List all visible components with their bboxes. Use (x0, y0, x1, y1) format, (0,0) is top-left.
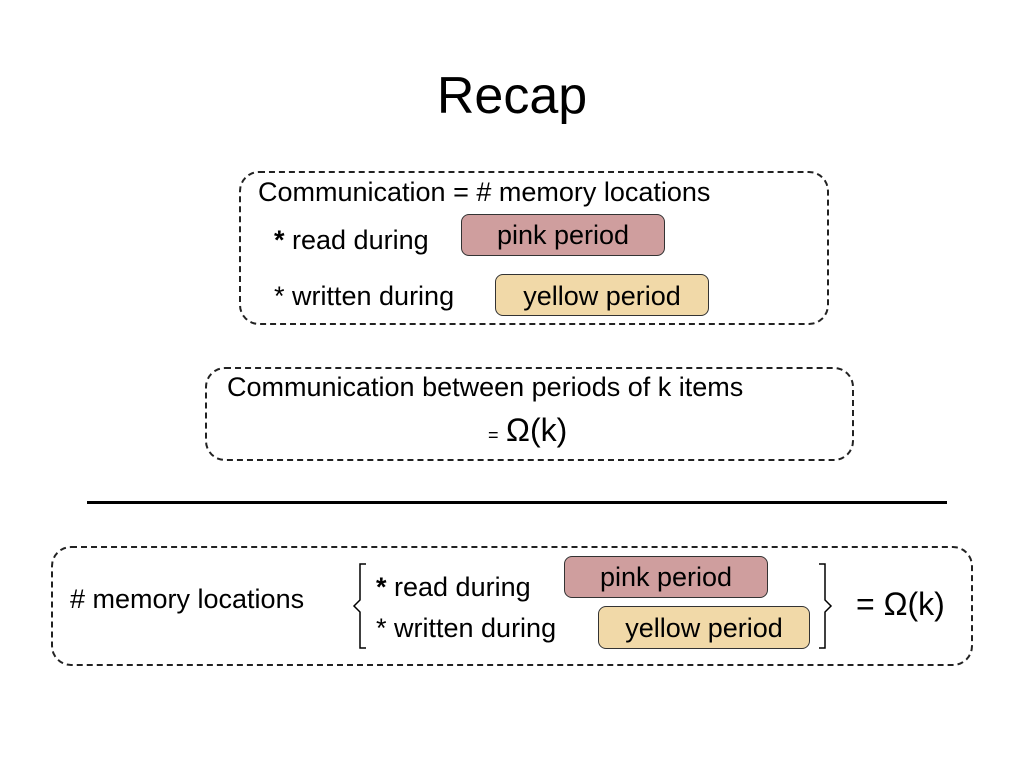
memory-locations-label: # memory locations (70, 584, 305, 614)
right-bracket (819, 563, 833, 649)
left-bracket (352, 563, 366, 649)
communication-between-periods: Communication between periods of k items (227, 372, 744, 402)
summary-box (205, 367, 854, 461)
definition-box (239, 171, 829, 325)
read-during-label: read during (386, 572, 531, 602)
pink-period-badge: pink period (564, 556, 768, 598)
read-during-label: read during (284, 225, 429, 255)
conclusion-box (51, 546, 973, 666)
divider-line (87, 501, 947, 504)
yellow-period-badge: yellow period (598, 606, 810, 649)
equals-sign: = (488, 425, 499, 445)
written-line: * written during (274, 281, 455, 311)
bracket-written-line: * written during (376, 613, 557, 643)
bullet-star: * (274, 225, 285, 255)
pink-period-badge: pink period (461, 214, 665, 256)
bullet-star: * (376, 572, 387, 602)
read-line: * read during (274, 224, 429, 256)
omega-line: = Ω(k) (488, 414, 567, 451)
result-omega-k: = Ω(k) (856, 586, 945, 622)
slide-title: Recap (436, 67, 588, 125)
communication-definition: Communication = # memory locations (258, 177, 711, 207)
bracket-read-line: * read during (376, 571, 531, 603)
omega-k: Ω(k) (506, 412, 568, 448)
yellow-period-badge: yellow period (495, 274, 709, 316)
